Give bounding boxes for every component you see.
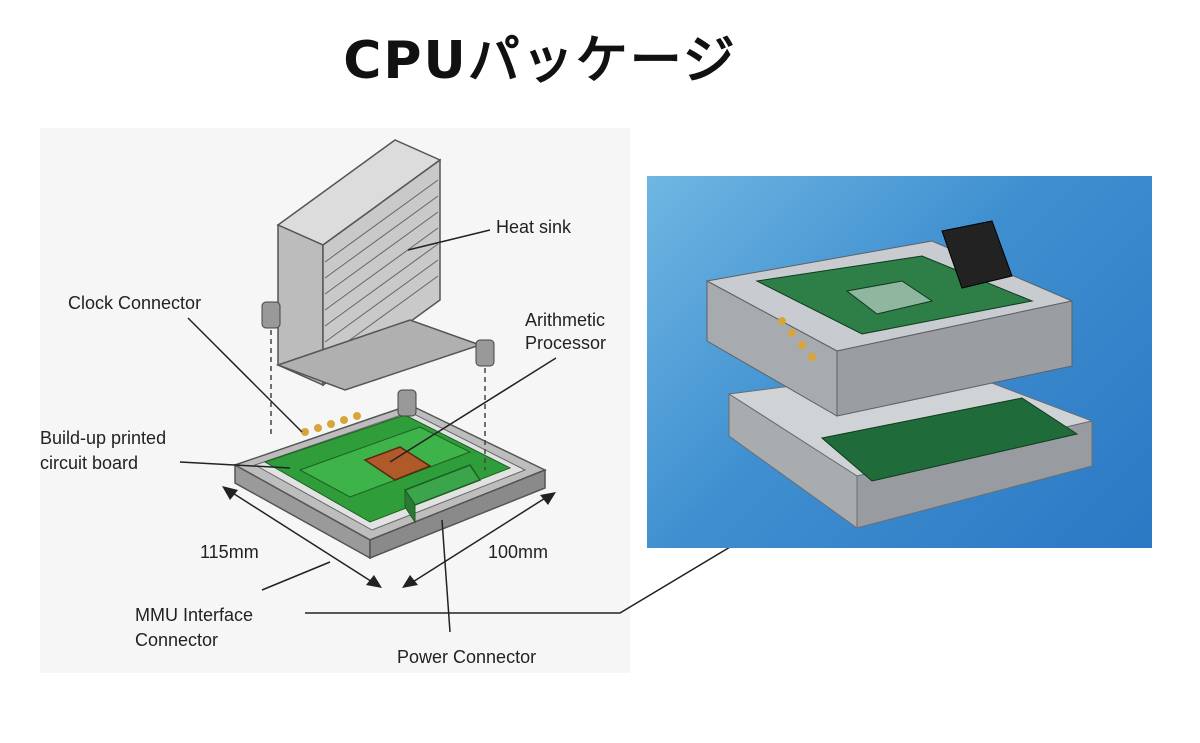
label-heat-sink: Heat sink <box>496 217 572 237</box>
label-mmu-2: Connector <box>135 630 219 650</box>
label-mmu-1: MMU Interface <box>135 605 254 625</box>
mounting-screws <box>261 301 495 417</box>
cpu-package-photo <box>647 176 1152 548</box>
power-connector <box>403 464 482 524</box>
label-power-connector: Power Connector <box>397 647 537 667</box>
label-dim-100: 100mm <box>488 542 549 562</box>
page-title: CPUパッケージ <box>343 31 737 91</box>
arrow-heads <box>222 486 556 588</box>
label-dim-115: 115mm <box>200 542 259 562</box>
guide-lines <box>270 330 486 470</box>
dimension-arrows <box>227 489 551 591</box>
cpu-package-photo-art <box>705 220 1094 529</box>
label-arithmetic-processor-1: Arithmetic <box>525 310 606 330</box>
clock-connector-pads <box>301 412 361 436</box>
arithmetic-processor-chip <box>363 446 432 481</box>
label-buildup-pcb-2: circuit board <box>40 453 139 473</box>
label-buildup-pcb-1: Build-up printed <box>40 428 167 448</box>
heat-sink <box>275 139 483 391</box>
label-arithmetic-processor-2: Processor <box>525 333 607 353</box>
label-clock-connector: Clock Connector <box>68 293 202 313</box>
